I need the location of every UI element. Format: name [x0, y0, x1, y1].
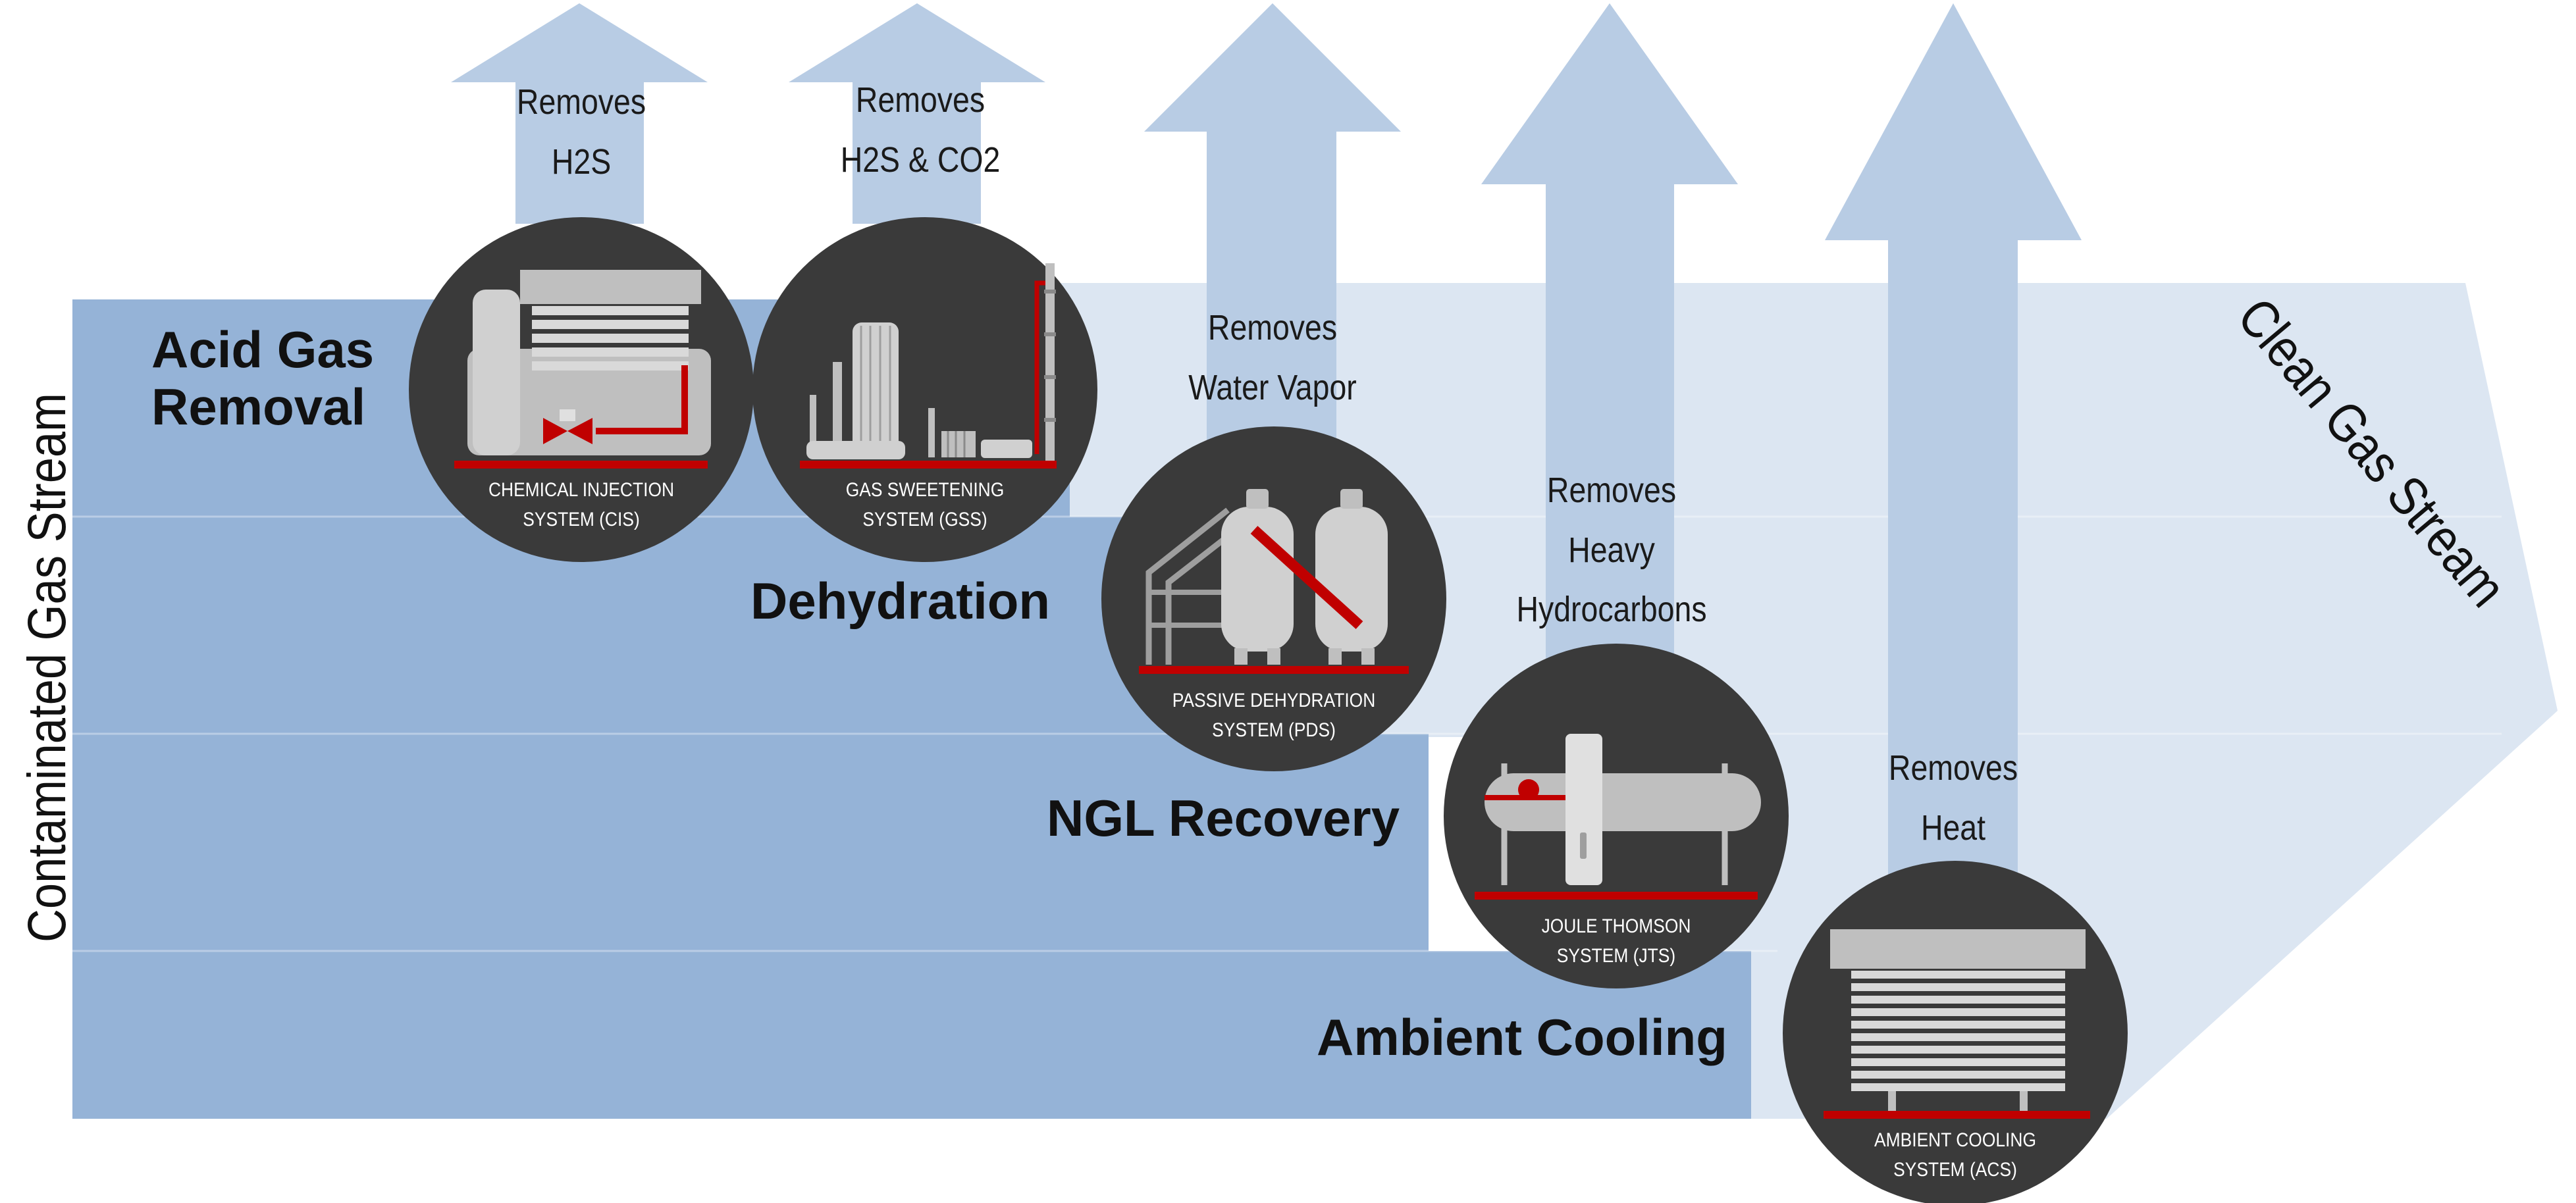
chemical-injection-equipment-icon — [409, 217, 754, 562]
removes-arrow-5 — [1825, 3, 2082, 888]
dehydration-vessels-icon — [1101, 426, 1446, 771]
removes-arrow-4 — [1481, 3, 1738, 665]
clean-gas-arrow — [1053, 283, 2558, 1119]
system-line: SYSTEM (PDS) — [1212, 719, 1336, 741]
contaminated-stream-label: Contaminated Gas Stream — [17, 393, 77, 942]
removes-line: H2S & CO2 — [840, 140, 1001, 180]
system-label-gss: GAS SWEETENING SYSTEM (GSS) — [846, 475, 1005, 534]
system-label-jts: JOULE THOMSON SYSTEM (JTS) — [1542, 911, 1691, 971]
joule-thomson-exchanger-icon — [1444, 644, 1789, 988]
removes-line: Removes — [855, 80, 986, 120]
system-line: SYSTEM (ACS) — [1893, 1159, 2017, 1181]
removes-line: Heat — [1920, 807, 1986, 848]
removes-line: Heavy — [1568, 530, 1655, 570]
removes-line: H2S — [551, 141, 612, 182]
step-ngl-recovery: NGL Recovery — [1047, 789, 1400, 847]
system-label-pds: PASSIVE DEHYDRATION SYSTEM (PDS) — [1172, 686, 1376, 745]
step-label-line: Acid Gas — [151, 320, 375, 378]
removes-arrow-1 — [451, 3, 708, 224]
system-line: GAS SWEETENING — [845, 479, 1005, 501]
system-line: JOULE THOMSON — [1541, 915, 1691, 937]
system-line: PASSIVE DEHYDRATION — [1172, 690, 1376, 711]
system-label-cis: CHEMICAL INJECTION SYSTEM (CIS) — [488, 475, 674, 534]
removes-label-1: Removes H2S — [517, 72, 646, 192]
removes-arrow-2 — [789, 3, 1045, 224]
system-line: SYSTEM (JTS) — [1556, 945, 1676, 967]
step-dehydration: Dehydration — [750, 572, 1051, 630]
removes-label-5: Removes Heat — [1889, 738, 2018, 857]
removes-label-3: Removes Water Vapor — [1188, 298, 1357, 417]
system-label-acs: AMBIENT COOLING SYSTEM (ACS) — [1874, 1125, 2036, 1185]
removes-line: Removes — [1546, 471, 1677, 510]
removes-line: Removes — [1207, 308, 1338, 347]
system-line: AMBIENT COOLING — [1874, 1129, 2036, 1151]
system-line: SYSTEM (GSS) — [862, 509, 987, 530]
system-line: CHEMICAL INJECTION — [488, 479, 675, 501]
air-cooler-icon — [1783, 861, 2128, 1203]
removes-line: Hydrocarbons — [1516, 590, 1707, 630]
removes-line: Removes — [516, 82, 646, 122]
removes-arrow-3 — [1144, 3, 1401, 448]
gas-sweetening-equipment-icon — [752, 217, 1097, 562]
removes-line: Removes — [1888, 748, 2018, 788]
removes-label-4: Removes Heavy Hydrocarbons — [1516, 461, 1706, 640]
step-ambient-cooling: Ambient Cooling — [1317, 1008, 1727, 1066]
system-line: SYSTEM (CIS) — [523, 509, 640, 530]
removes-line: Water Vapor — [1188, 367, 1357, 407]
step-acid-gas-removal: Acid Gas Removal — [151, 320, 375, 436]
removes-label-2: Removes H2S & CO2 — [841, 70, 1001, 190]
step-label-line: Removal — [151, 378, 366, 436]
